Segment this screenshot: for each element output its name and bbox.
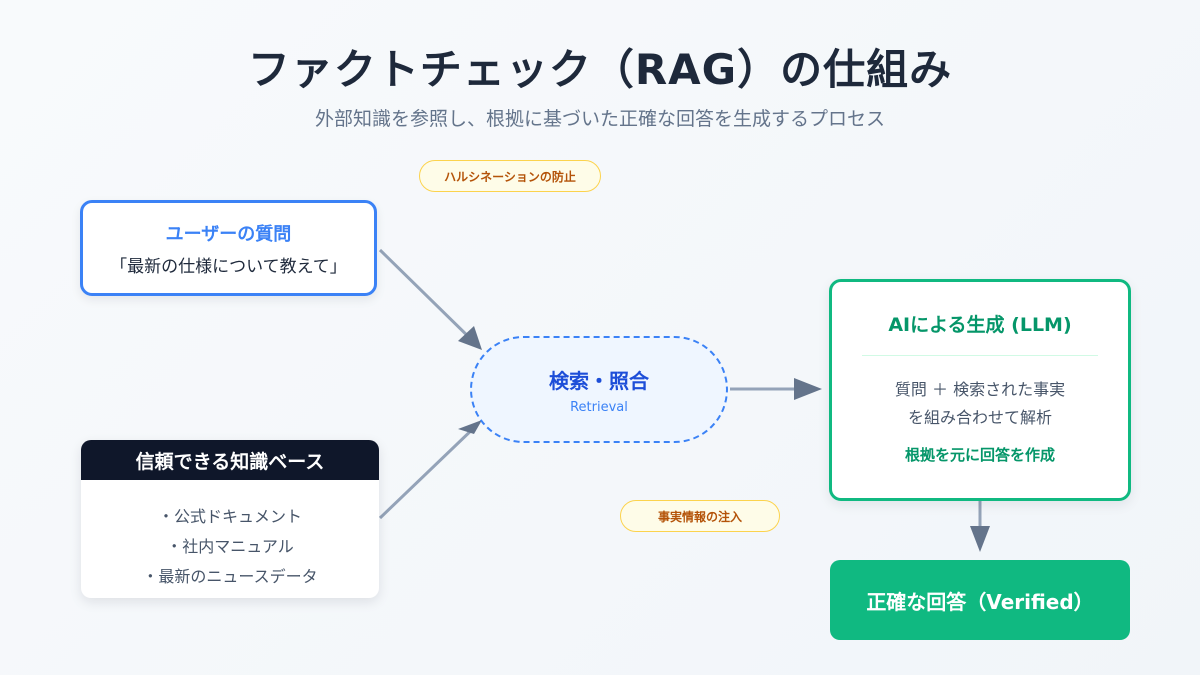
label-hallucination-prevention: ハルシネーションの防止	[419, 160, 601, 192]
page-title: ファクトチェック（RAG）の仕組み	[247, 45, 953, 94]
arrow-kb-to-retrieval	[378, 422, 480, 520]
knowledge-base-box: 信頼できる知識ベース ・公式ドキュメント ・社内マニュアル ・最新のニュースデー…	[81, 440, 379, 598]
user-question-text: 「最新の仕様について教えて」	[110, 256, 347, 277]
list-item: ・最新のニュースデータ	[142, 567, 318, 586]
arrowhead	[458, 326, 482, 350]
label-fact-injection: 事実情報の注入	[620, 500, 780, 532]
arrow-question-to-retrieval	[378, 248, 480, 348]
llm-emphasis: 根拠を元に回答を作成	[904, 446, 1055, 464]
list-item: ・社内マニュアル	[166, 537, 294, 556]
llm-description-line-1: 質問 ＋ 検索された事実	[894, 380, 1066, 399]
retrieval-heading: 検索・照合	[549, 368, 649, 393]
llm-generation-box: AIによる生成 (LLM) 質問 ＋ 検索された事実 を組み合わせて解析 根拠を…	[829, 279, 1131, 501]
divider	[862, 355, 1098, 356]
page-subtitle: 外部知識を参照し、根拠に基づいた正確な回答を生成するプロセス	[314, 108, 885, 130]
retrieval-subheading: Retrieval	[570, 399, 628, 415]
arrowhead	[458, 420, 482, 434]
arrowhead	[794, 378, 822, 400]
arrowhead	[970, 526, 990, 552]
user-question-box: ユーザーの質問 「最新の仕様について教えて」	[80, 200, 377, 296]
verified-answer-box: 正確な回答（Verified）	[830, 560, 1130, 640]
llm-heading: AIによる生成 (LLM)	[888, 314, 1072, 336]
list-item: ・公式ドキュメント	[157, 507, 302, 526]
retrieval-node: 検索・照合 Retrieval	[470, 336, 728, 443]
knowledge-base-list: ・公式ドキュメント ・社内マニュアル ・最新のニュースデータ	[81, 480, 379, 592]
llm-description-line-2: を組み合わせて解析	[907, 408, 1052, 427]
knowledge-base-heading: 信頼できる知識ベース	[81, 440, 379, 480]
user-question-heading: ユーザーの質問	[165, 223, 292, 245]
